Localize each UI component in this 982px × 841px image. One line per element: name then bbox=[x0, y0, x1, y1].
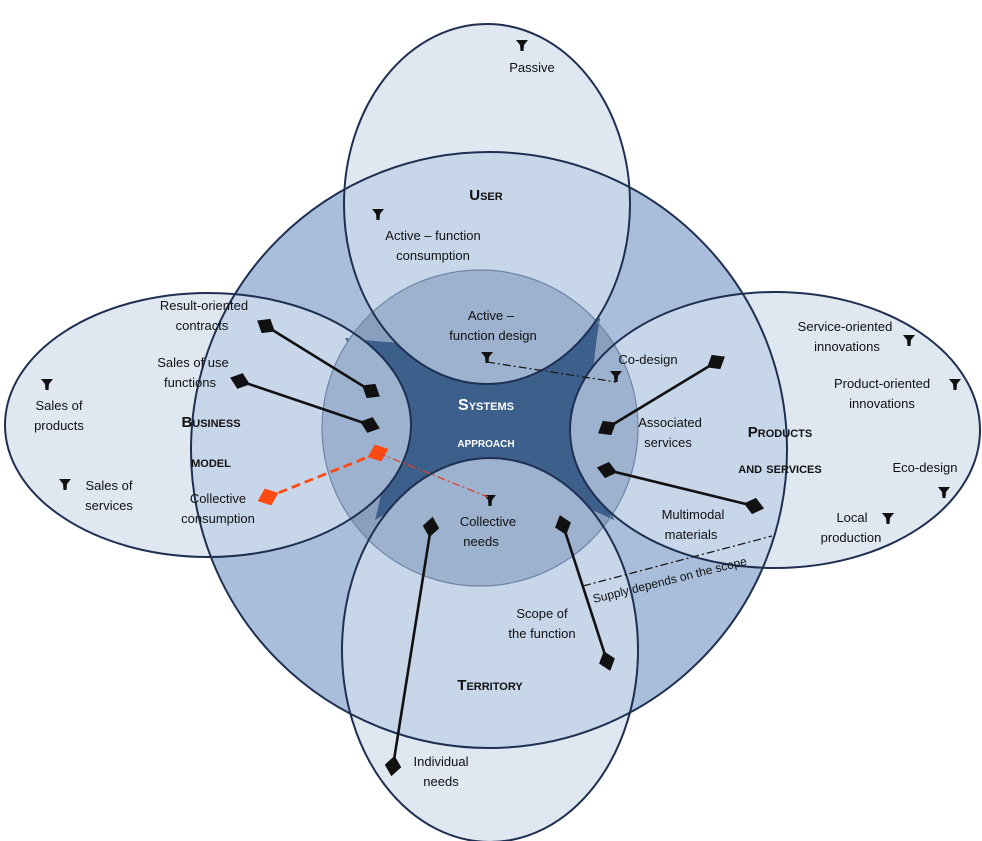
domain-business-model-line1: Business bbox=[181, 414, 240, 431]
label-sales-products-1: Sales of bbox=[36, 398, 83, 413]
label-sales-use-1: Sales of use bbox=[157, 355, 229, 370]
label-eco-design: Eco-design bbox=[892, 460, 957, 475]
label-sales-use-2: functions bbox=[164, 375, 217, 390]
label-associated-1: Associated bbox=[638, 415, 702, 430]
label-multimodal-1: Multimodal bbox=[662, 507, 725, 522]
label-collective-needs-1: Collective bbox=[460, 514, 516, 529]
label-sales-services-2: services bbox=[85, 498, 133, 513]
label-active-consumption-2: consumption bbox=[396, 248, 470, 263]
label-individual-1: Individual bbox=[414, 754, 469, 769]
label-local-1: Local bbox=[836, 510, 867, 525]
connector-arrows bbox=[230, 318, 765, 777]
label-individual-2: needs bbox=[423, 774, 459, 789]
domain-products-line1: Products bbox=[748, 424, 812, 441]
label-co-design: Co-design bbox=[618, 352, 677, 367]
domain-user: User bbox=[469, 187, 503, 204]
core-title-line1: Systems bbox=[458, 397, 514, 414]
domain-products-line2: and services bbox=[738, 460, 821, 477]
label-service-innov-1: Service-oriented bbox=[798, 319, 893, 334]
label-sales-services-1: Sales of bbox=[86, 478, 133, 493]
label-product-innov-1: Product-oriented bbox=[834, 376, 930, 391]
label-collective-consumption-2: consumption bbox=[181, 511, 255, 526]
dash-dot-lines bbox=[377, 361, 773, 587]
label-local-2: production bbox=[821, 530, 882, 545]
label-product-innov-2: innovations bbox=[849, 396, 915, 411]
label-multimodal-2: materials bbox=[665, 527, 718, 542]
label-associated-2: services bbox=[644, 435, 692, 450]
outline-layer bbox=[4, 23, 981, 841]
label-passive: Passive bbox=[509, 60, 555, 75]
label-collective-consumption-1: Collective bbox=[190, 491, 246, 506]
label-active-design-1: Active – bbox=[468, 308, 515, 323]
label-active-consumption-1: Active – function bbox=[385, 228, 480, 243]
label-scope-1: Scope of bbox=[516, 606, 568, 621]
collective-consumption-arrow bbox=[257, 444, 389, 506]
label-result-oriented-2: contracts bbox=[176, 318, 229, 333]
core-title-line2: approach bbox=[457, 434, 514, 450]
label-collective-needs-2: needs bbox=[463, 534, 499, 549]
label-sales-products-2: products bbox=[34, 418, 84, 433]
label-active-design-2: function design bbox=[449, 328, 536, 343]
label-scope-2: the function bbox=[508, 626, 575, 641]
domain-territory: Territory bbox=[457, 677, 523, 694]
domain-business-model-line2: model bbox=[191, 454, 231, 471]
label-result-oriented-1: Result-oriented bbox=[160, 298, 248, 313]
label-service-innov-2: innovations bbox=[814, 339, 880, 354]
